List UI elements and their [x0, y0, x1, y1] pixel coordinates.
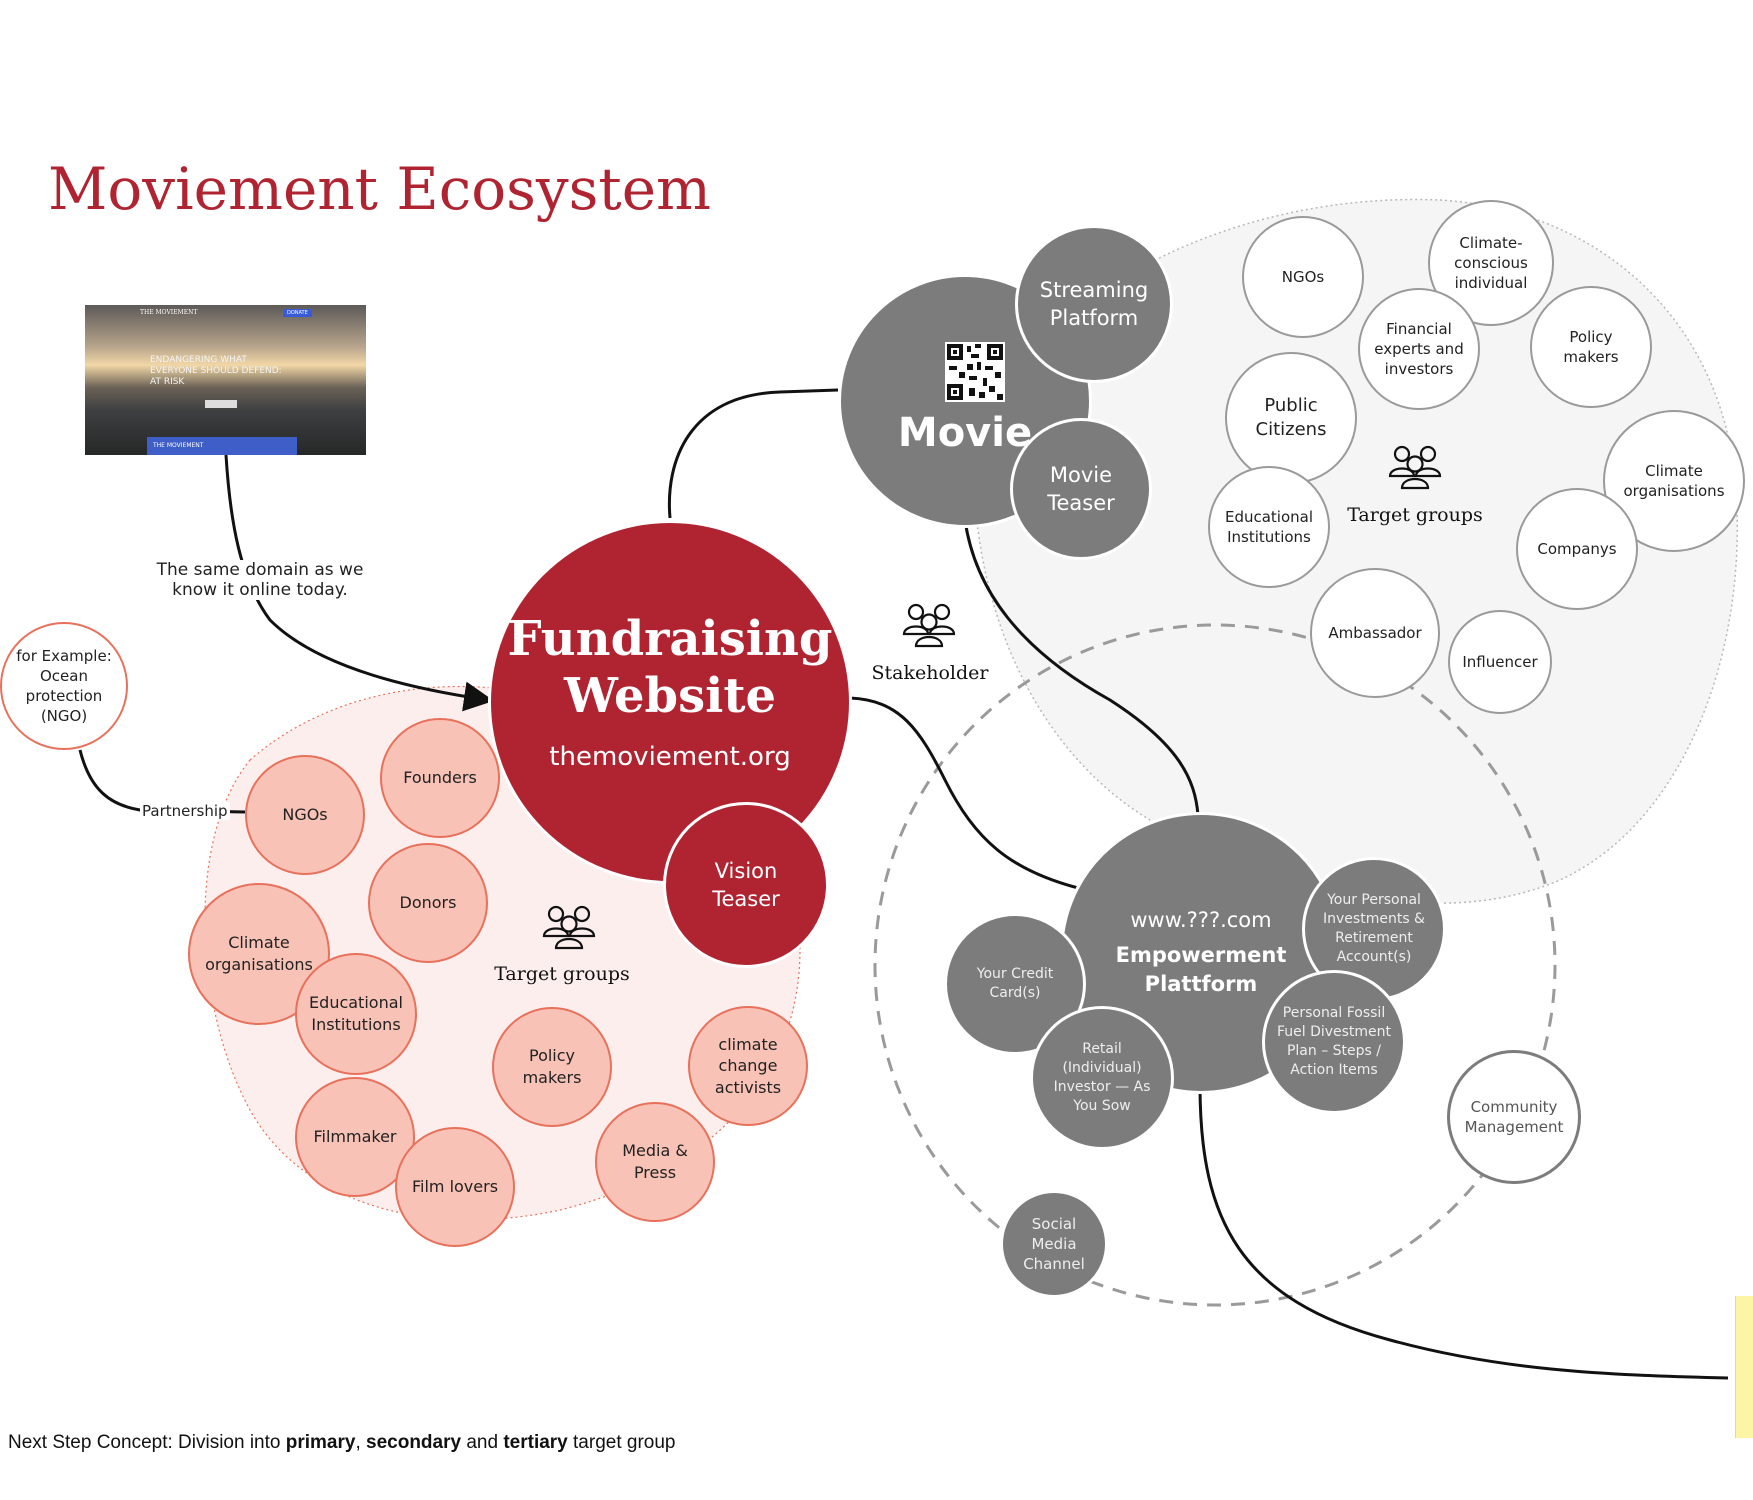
mv-group-public: Public Citizens — [1225, 352, 1357, 484]
vision-teaser-circle[interactable]: Vision Teaser — [663, 802, 829, 968]
fr-group-ngos: NGOs — [245, 755, 365, 875]
empowerment-note-connector — [1198, 1084, 1729, 1380]
screenshot-donate-button: DONATE — [283, 309, 312, 317]
streaming-platform-circle[interactable]: Streaming Platform — [1015, 225, 1173, 383]
fr-group-climate-orgs: Climate organisations — [188, 883, 330, 1025]
mv-group-companys: Companys — [1516, 488, 1638, 610]
fundraising-target-groups-label: Target groups — [494, 963, 630, 985]
footer-primary: primary — [285, 1432, 356, 1453]
mv-group-financial: Financial experts and investors — [1358, 288, 1480, 410]
domain-annotation: The same domain as we know it online tod… — [150, 560, 370, 600]
fr-group-policy: Policy makers — [492, 1007, 612, 1127]
screenshot-banner-label: THE MOVIEMENT — [153, 442, 204, 449]
fundraising-website-circle[interactable]: Fundraising Website themoviement.org — [488, 520, 852, 884]
mv-group-policy: Policy makers — [1530, 286, 1652, 408]
social-media-channel-circle[interactable]: Social Media Channel — [1000, 1190, 1108, 1298]
fr-group-donors: Donors — [368, 843, 488, 963]
screenshot-banner: THE MOVIEMENT — [147, 437, 297, 455]
screenshot-brand: THE MOVIEMENT — [140, 309, 198, 316]
fr-group-media: Media & Press — [595, 1102, 715, 1222]
movie-teaser-circle[interactable]: Movie Teaser — [1010, 418, 1152, 560]
movie-target-groups-label: Target groups — [1347, 504, 1483, 526]
qr-code-icon — [945, 342, 1005, 402]
retail-investor-circle[interactable]: Retail (Individual) Investor — As You So… — [1030, 1006, 1174, 1150]
stakeholder-label: Stakeholder — [871, 662, 989, 684]
sticky-note — [1735, 1296, 1753, 1438]
website-screenshot-thumbnail: THE MOVIEMENT DONATE ENDANGERING WHAT EV… — [85, 305, 366, 455]
fr-group-founders: Founders — [380, 718, 500, 838]
footer-secondary: secondary — [366, 1432, 462, 1453]
divestment-plan-circle[interactable]: Personal Fossil Fuel Divestment Plan – S… — [1262, 970, 1406, 1114]
mv-group-edu: Educational Institutions — [1208, 466, 1330, 588]
movie-target-group-people-icon — [1388, 445, 1442, 490]
partnership-connector — [78, 749, 246, 814]
fundraising-title-line2: Website — [563, 668, 777, 725]
domain-arrow — [224, 454, 494, 712]
website-empowerment-connector — [849, 696, 1079, 890]
mv-group-influencer: Influencer — [1448, 610, 1552, 714]
footer-sep2: and — [461, 1432, 504, 1453]
mv-group-ambassador: Ambassador — [1310, 568, 1440, 698]
target-group-people-icon — [542, 905, 596, 950]
screenshot-cta — [205, 400, 237, 408]
footer-suffix: target group — [567, 1432, 676, 1453]
movie-title: Movie — [897, 410, 1033, 456]
screenshot-headline: ENDANGERING WHAT EVERYONE SHOULD DEFEND:… — [150, 355, 282, 387]
footer-sep1: , — [355, 1432, 367, 1453]
movie-empowerment-connector — [963, 519, 1200, 816]
stakeholder-people-icon — [902, 603, 956, 648]
empowerment-title: Empowerment Plattform — [1115, 942, 1287, 997]
fr-group-edu: Educational Institutions — [295, 953, 417, 1075]
stakeholder-dashed-ring — [873, 623, 1557, 1307]
page-title: Moviement Ecosystem — [48, 155, 712, 223]
fundraising-url[interactable]: themoviement.org — [549, 742, 791, 772]
fundraising-title-line1: Fundraising — [507, 610, 833, 667]
mv-group-ngos: NGOs — [1242, 216, 1364, 338]
fr-group-film-lovers: Film lovers — [395, 1127, 515, 1247]
fr-group-activists: climate change activists — [688, 1006, 808, 1126]
community-management-circle[interactable]: Community Management — [1447, 1050, 1581, 1184]
partnership-label: Partnership — [140, 802, 230, 820]
ngo-example-circle: for Example: Ocean protection (NGO) — [0, 622, 128, 750]
footer-tertiary: tertiary — [503, 1432, 568, 1453]
footer-note: Next Step Concept: Division into primary… — [8, 1410, 676, 1454]
footer-prefix: Next Step Concept: Division into — [8, 1432, 286, 1453]
website-movie-connector — [667, 388, 839, 519]
empowerment-url[interactable]: www.???.com — [1130, 908, 1272, 933]
